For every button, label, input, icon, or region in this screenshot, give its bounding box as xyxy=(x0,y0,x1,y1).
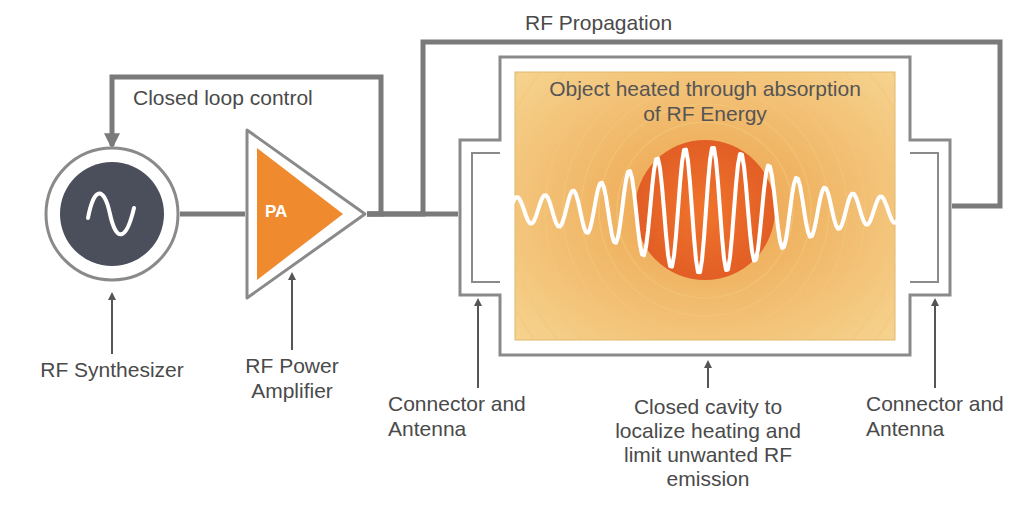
synthesizer-circle: RF Synthesizer xyxy=(44,146,180,282)
amplifier-symbol xyxy=(245,128,367,300)
leader-line xyxy=(934,302,936,388)
callout-label: Connector and Antenna xyxy=(866,392,1026,442)
cavity-box: Object heated through absorption of RF E… xyxy=(458,55,952,357)
leader-line xyxy=(477,302,479,388)
connector-line xyxy=(180,212,245,217)
node-text: PA xyxy=(265,202,315,222)
node-text: Closed cavity to localize heating and li… xyxy=(598,395,818,492)
synthesizer-symbol xyxy=(44,146,180,282)
cavity-illustration xyxy=(458,55,952,357)
node-text: Object heated through absorption of RF E… xyxy=(538,77,872,127)
node-text: RF Power Amplifier xyxy=(212,354,372,404)
amplifier-triangle: PARF Power Amplifier xyxy=(245,128,367,300)
leader-line xyxy=(111,296,113,354)
connector-label: RF Propagation xyxy=(522,11,675,36)
connector-label: Closed loop control xyxy=(130,86,316,111)
node-text: RF Synthesizer xyxy=(0,358,224,383)
leader-line xyxy=(707,364,709,388)
leader-line xyxy=(291,276,293,350)
callout-label: Connector and Antenna xyxy=(388,392,538,442)
